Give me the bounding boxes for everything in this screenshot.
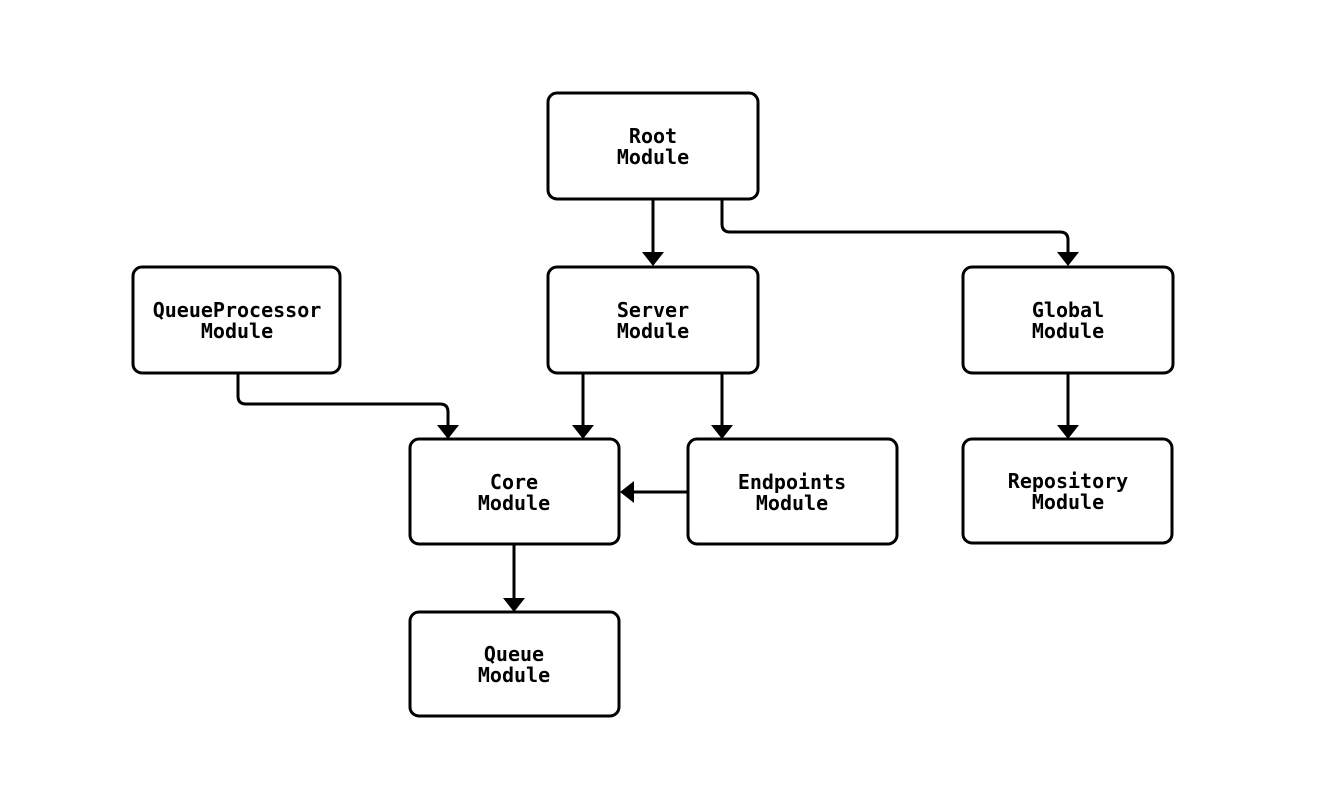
node-core-module: Core Module xyxy=(408,437,621,546)
node-label: Module xyxy=(478,491,550,515)
arrowhead-down-icon xyxy=(572,425,594,439)
nodes-layer: Root Module QueueProcessor Module Server… xyxy=(131,91,1175,718)
node-root-module: Root Module xyxy=(546,91,760,201)
node-label: Module xyxy=(1032,319,1104,343)
arrowhead-left-icon xyxy=(620,481,634,503)
arrowhead-down-icon xyxy=(437,425,459,439)
edge-root-to-global xyxy=(720,199,1079,266)
edge-server-to-core xyxy=(572,373,594,439)
arrowhead-down-icon xyxy=(1057,252,1079,266)
arrowhead-down-icon xyxy=(1057,425,1079,439)
edge-root-to-server xyxy=(642,199,664,266)
arrowhead-down-icon xyxy=(503,598,525,612)
node-label: Server xyxy=(617,298,689,322)
edge-queueprocessor-to-core xyxy=(236,373,459,439)
node-repository-module: Repository Module xyxy=(961,437,1174,545)
edge-core-to-queue xyxy=(503,544,525,612)
node-label: Module xyxy=(756,491,828,515)
node-label: Repository xyxy=(1008,469,1128,493)
edges-layer xyxy=(236,199,1079,612)
arrowhead-down-icon xyxy=(642,252,664,266)
arrowhead-down-icon xyxy=(711,425,733,439)
node-label: Module xyxy=(201,319,273,343)
node-label: Module xyxy=(478,663,550,687)
node-label: Module xyxy=(617,319,689,343)
node-label: Core xyxy=(490,470,538,494)
node-queue-module: Queue Module xyxy=(408,610,621,718)
node-label: QueueProcessor xyxy=(153,298,322,322)
edge-endpoints-to-core xyxy=(620,481,688,503)
node-server-module: Server Module xyxy=(546,265,760,375)
node-label: Global xyxy=(1032,298,1104,322)
node-label: Module xyxy=(1032,490,1104,514)
node-label: Root xyxy=(629,124,677,148)
node-label: Endpoints xyxy=(738,470,846,494)
node-endpoints-module: Endpoints Module xyxy=(686,437,899,546)
node-label: Queue xyxy=(484,642,544,666)
node-global-module: Global Module xyxy=(961,265,1175,375)
node-queueprocessor-module: QueueProcessor Module xyxy=(131,265,342,375)
edge-global-to-repository xyxy=(1057,373,1079,439)
node-label: Module xyxy=(617,145,689,169)
edge-server-to-endpoints xyxy=(711,373,733,439)
